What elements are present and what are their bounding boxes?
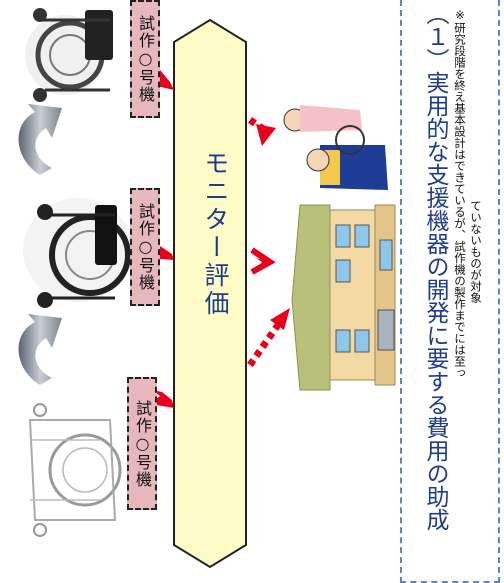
wheelchair-sketch-3 xyxy=(28,403,122,537)
caregiver-family-illustration xyxy=(283,105,388,190)
dotted-red-arrows xyxy=(247,117,283,368)
stage-label-top: 試作○号機 xyxy=(130,0,160,118)
house-illustration xyxy=(291,204,396,391)
note-line-2: ていないものが対象 xyxy=(469,200,483,304)
stage-label-bottom: 試作○号機 xyxy=(127,377,157,510)
stage-label-text: 試作○号機 xyxy=(133,399,152,488)
wheelchair-photo-1 xyxy=(25,8,113,102)
stage-label-middle: 試作○号機 xyxy=(130,188,160,306)
evaluation-banner xyxy=(173,18,247,569)
curved-arrow-2 xyxy=(18,314,63,385)
title-frame xyxy=(400,0,500,583)
red-arrowheads xyxy=(250,124,290,330)
page-title: （１）実用的な支援機器の開発に要する費用の助成 xyxy=(422,2,448,531)
stage-label-text: 試作○号機 xyxy=(136,15,155,103)
note-line-1: ※研究段階を終え基本設計はできているが、試作機の製作までには至っ xyxy=(453,8,467,379)
wheelchair-photo-2 xyxy=(23,198,133,308)
stage-label-text: 試作○号機 xyxy=(136,203,155,291)
curved-arrow-1 xyxy=(18,104,63,175)
evaluation-label: モニター評価 xyxy=(201,150,230,318)
